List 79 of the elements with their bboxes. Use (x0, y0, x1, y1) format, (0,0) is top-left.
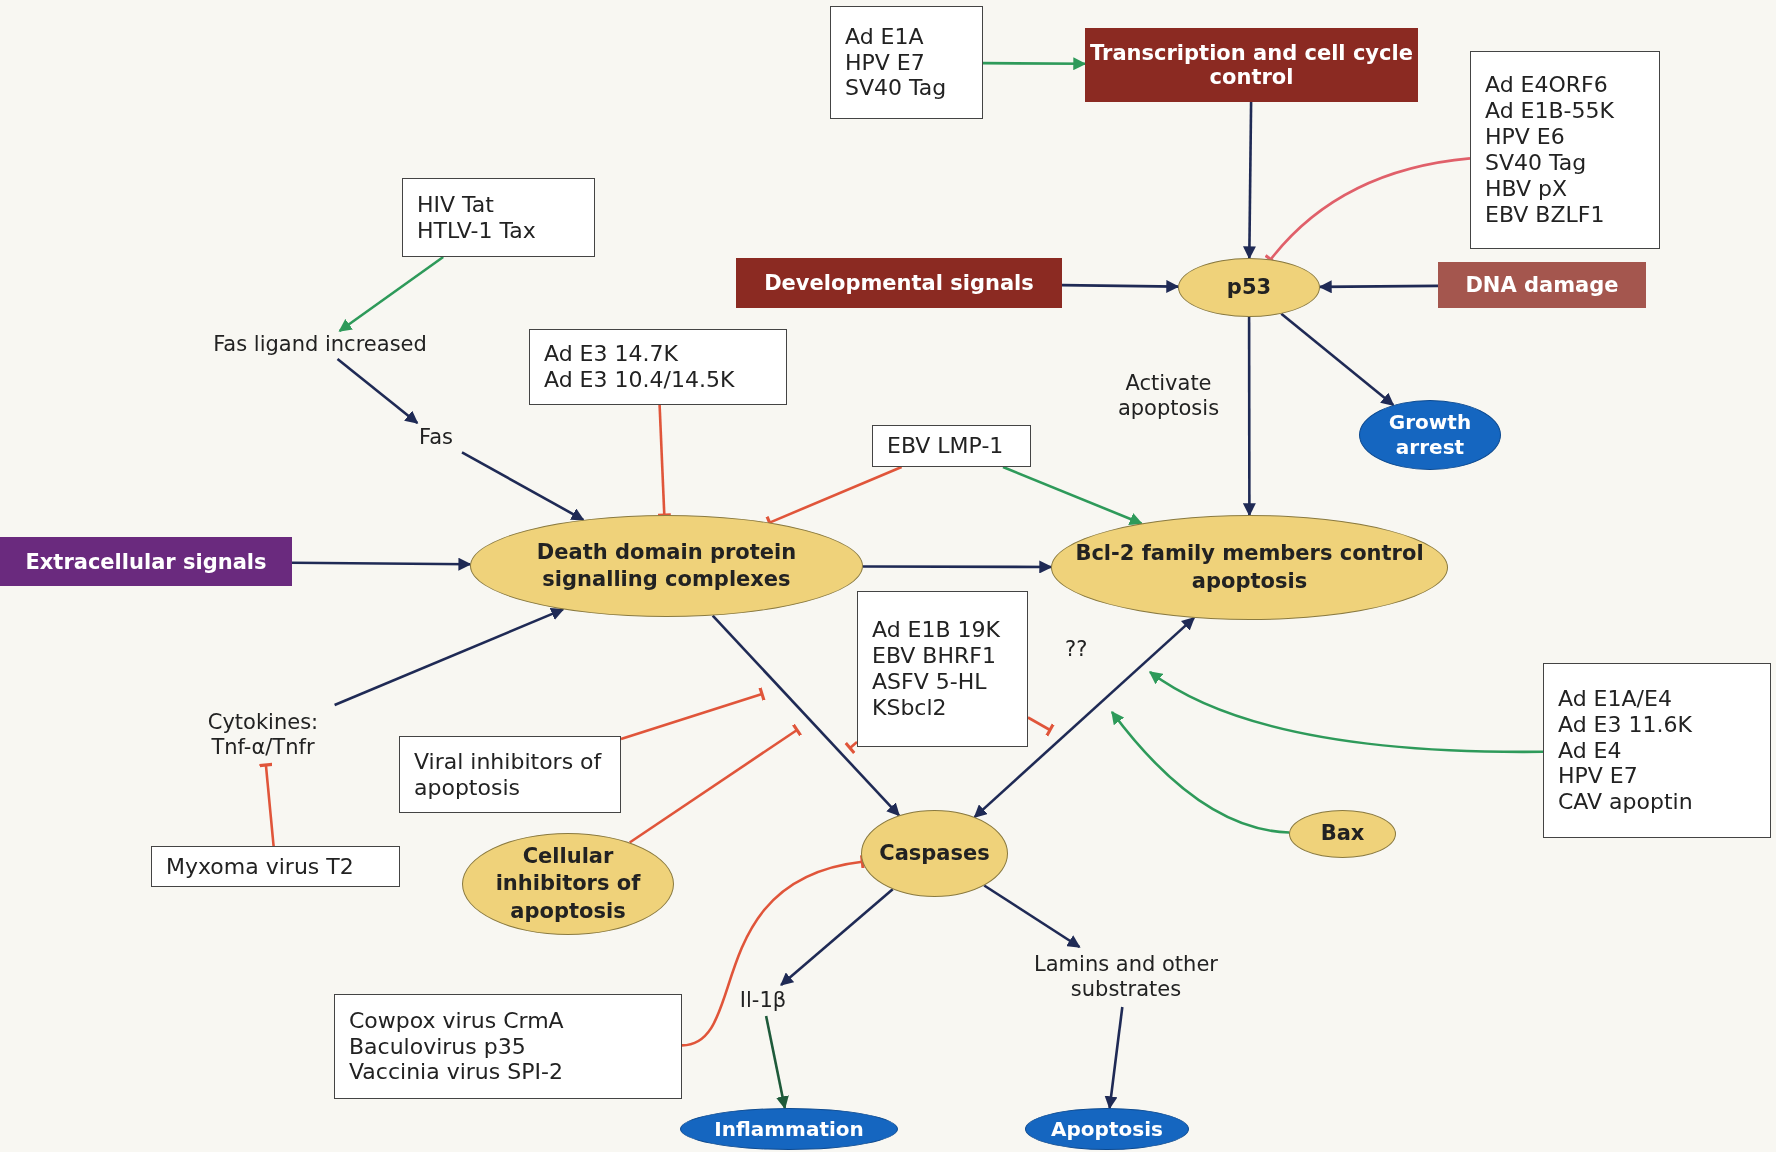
outcome-ellipse: Inflammation (680, 1108, 898, 1150)
inhibition-line (620, 686, 766, 741)
signal-box: Extracellular signals (0, 537, 292, 586)
arrow (336, 358, 419, 424)
arrow (1318, 280, 1438, 294)
process-ellipse: Cellular inhibitors of apoptosis (462, 833, 674, 935)
inhibition-line (257, 762, 275, 847)
arrow (863, 560, 1053, 574)
list-item: Ad E4ORF6 (1485, 72, 1608, 99)
protein-list-box: Viral inhibitors of apoptosis (399, 736, 621, 813)
list-item: ASFV 5-HL (872, 669, 987, 695)
arrow (338, 255, 444, 333)
signal-box: Transcription and cell cycle control (1085, 28, 1418, 102)
process-ellipse: Caspases (861, 810, 1008, 897)
arrow (983, 57, 1087, 71)
inhibition-line (1027, 716, 1055, 738)
text-label: Fas ligand increased (190, 331, 450, 359)
list-item: HBV pX (1485, 175, 1568, 202)
arrow (292, 557, 472, 571)
list-item: EBV BZLF1 (1485, 201, 1605, 228)
double-arrow (973, 616, 1195, 819)
outcome-ellipse: Growth arrest (1359, 400, 1501, 470)
list-item: HPV E6 (1485, 124, 1565, 150)
list-item: HTLV-1 Tax (417, 217, 536, 244)
arrow (780, 888, 894, 986)
arrow (334, 607, 565, 707)
list-item: HPV E7 (845, 49, 925, 76)
list-item: Vaccinia virus SPI-2 (349, 1059, 563, 1086)
list-item: Ad E1B 19K (872, 617, 1001, 644)
protein-list-box: EBV LMP-1 (872, 425, 1031, 467)
arrow (1242, 317, 1256, 517)
arrow (1104, 1006, 1124, 1110)
text-label: Lamins and other substrates (1012, 947, 1240, 1007)
inhibition-line (844, 741, 858, 755)
protein-list-box (529, 329, 787, 405)
process-ellipse: Death domain protein signalling complexes (470, 515, 863, 617)
process-ellipse: Bcl-2 family members control apoptosis (1051, 515, 1448, 620)
arrow (1148, 670, 1543, 754)
text-label: Il-1β (730, 985, 796, 1016)
arrow (1062, 279, 1180, 293)
protein-list-box: Myxoma virus T2 (151, 846, 400, 887)
list-item: CAV apoptin (1558, 789, 1693, 816)
list-item: HIV Tat (417, 191, 494, 218)
arrow (764, 1015, 789, 1110)
arrow (1280, 312, 1395, 407)
list-item: HPV E7 (1558, 763, 1638, 790)
arrow (1002, 465, 1143, 526)
list-item: Ad E3 14.7K (544, 341, 678, 367)
arrow (1110, 710, 1290, 834)
list-item: Ad E3 10.4/14.5K (544, 367, 735, 393)
signal-box: Developmental signals (736, 258, 1062, 308)
protein-list-box (830, 6, 983, 119)
list-item: SV40 Tag (1485, 150, 1587, 176)
list-item: Ad E1B-55K (1485, 98, 1614, 125)
arrow (983, 884, 1081, 949)
list-item: Ad E3 11.6K (1558, 711, 1692, 738)
protein-list-box (1470, 51, 1660, 249)
list-item: KSbcl2 (872, 694, 947, 721)
protein-list-box (1543, 663, 1771, 838)
protein-list-box (402, 178, 595, 257)
protein-list-box (857, 591, 1028, 747)
arrow (461, 451, 585, 521)
process-ellipse: p53 (1178, 258, 1320, 317)
arrow (1242, 102, 1256, 260)
inhibition-line (628, 723, 803, 844)
list-item: EBV BHRF1 (872, 643, 996, 669)
outcome-ellipse: Apoptosis (1025, 1108, 1189, 1150)
list-item: Cowpox virus CrmA (349, 1007, 564, 1034)
list-item: Ad E1A/E4 (1558, 685, 1672, 712)
list-item: Ad E4 (1558, 737, 1622, 764)
protein-list-box (334, 994, 682, 1099)
list-item: SV40 Tag (845, 75, 947, 102)
text-label: Fas (410, 423, 462, 453)
list-item: Baculovirus p35 (349, 1033, 526, 1060)
list-item: Ad E1A (845, 23, 924, 50)
process-ellipse: Bax (1289, 810, 1396, 858)
inhibition-line (656, 404, 673, 517)
text-label: Cytokines: Tnf-α/Tnfr (188, 705, 338, 765)
signal-box: DNA damage (1438, 262, 1646, 308)
